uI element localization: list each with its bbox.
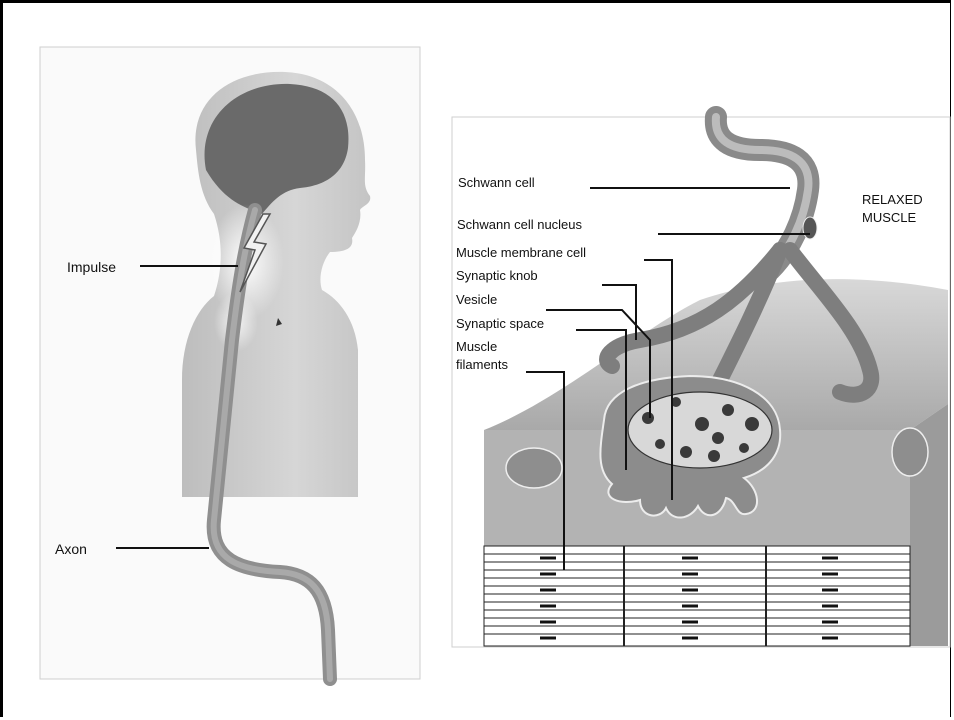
muscle-membrane-cell-label: Muscle membrane cell (456, 245, 586, 260)
left-figure: Impulse Axon (40, 47, 420, 679)
right-figure: Schwann cell Schwann cell nucleus Muscle… (452, 117, 950, 647)
muscle-filaments-label-line1: Muscle (456, 339, 497, 354)
muscle-filaments-bands (484, 546, 910, 646)
relaxed-muscle-label-line1: RELAXED (862, 192, 923, 207)
muscle-filaments-label-line2: filaments (456, 357, 509, 372)
vesicle-label: Vesicle (456, 292, 497, 307)
synaptic-knob-label: Synaptic knob (456, 268, 538, 283)
axon-label: Axon (55, 541, 87, 557)
impulse-label: Impulse (67, 259, 116, 275)
schwann-cell-label: Schwann cell (458, 175, 535, 190)
schwann-cell-nucleus (803, 217, 817, 239)
synaptic-space-label: Synaptic space (456, 316, 544, 331)
muscle-nucleus (506, 448, 562, 488)
schwann-cell-nucleus-label: Schwann cell nucleus (457, 217, 583, 232)
relaxed-muscle-label-line2: MUSCLE (862, 210, 917, 225)
